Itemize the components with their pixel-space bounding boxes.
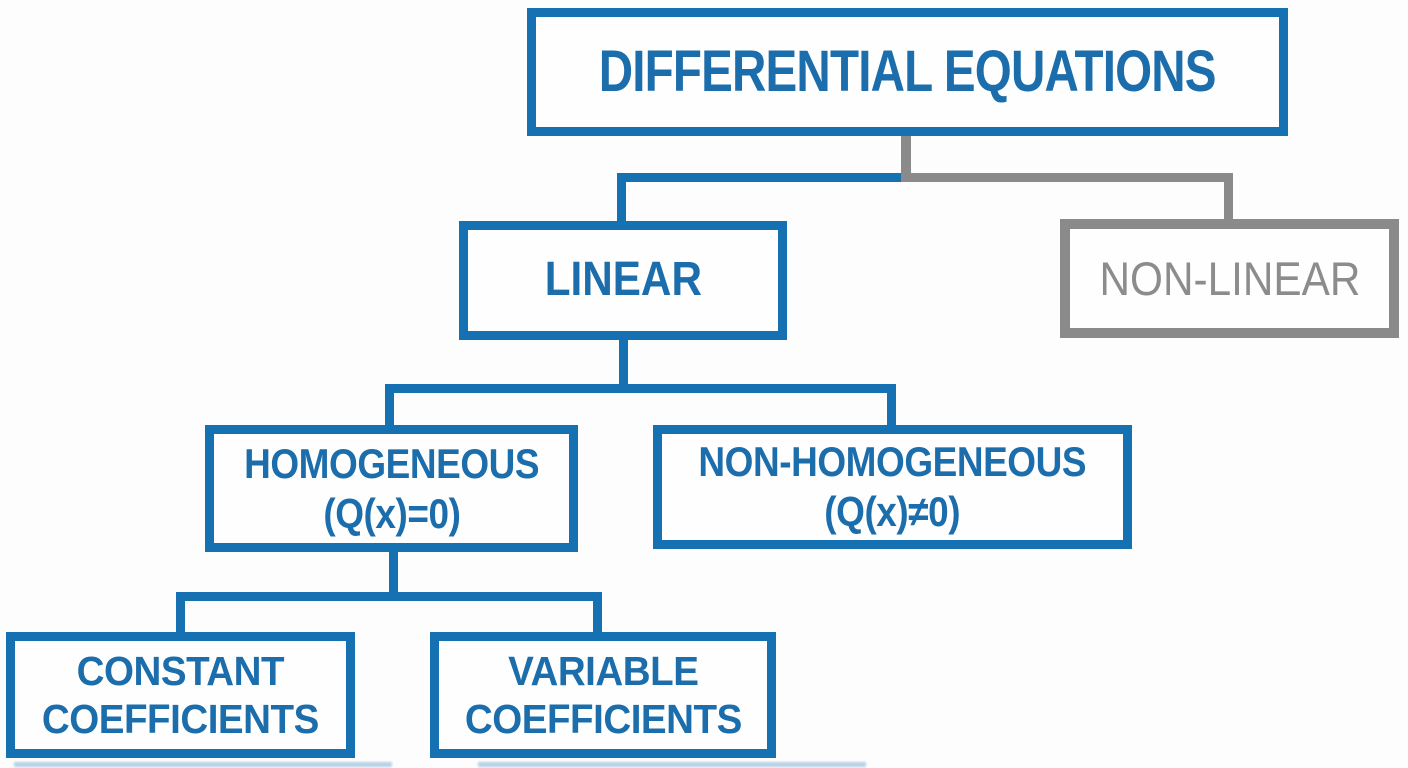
connector-root-horizontal-right [901, 173, 1233, 182]
connector-nonhomogeneous-drop [887, 384, 896, 429]
node-non-homogeneous-sublabel: (Q(x)≠0) [824, 488, 961, 535]
node-homogeneous-sublabel: (Q(x)=0) [322, 489, 461, 537]
node-constant-coefficients-label-line2: COEFFICIENTS [41, 696, 320, 742]
node-non-linear: NON-LINEAR [1060, 219, 1399, 338]
node-differential-equations-label: DIFFERENTIAL EQUATIONS [599, 38, 1217, 104]
node-constant-coefficients-label-line1: CONSTANT [76, 647, 285, 694]
node-non-homogeneous-label: NON-HOMOGENEOUS [698, 438, 1087, 486]
connector-homogeneous-stem [389, 548, 398, 601]
connector-linear-horizontal [385, 384, 896, 393]
node-linear-label: LINEAR [544, 253, 702, 307]
connector-constant-drop [176, 592, 185, 636]
node-differential-equations: DIFFERENTIAL EQUATIONS [527, 8, 1288, 136]
node-variable-coefficients-label-line1: VARIABLE [507, 647, 699, 694]
connector-coefficients-horizontal [176, 592, 602, 601]
node-homogeneous-label: HOMOGENEOUS [244, 439, 539, 487]
bottom-edge-ghost-left [14, 762, 392, 767]
node-non-homogeneous: NON-HOMOGENEOUS (Q(x)≠0) [653, 425, 1132, 549]
connector-variable-drop [593, 592, 602, 636]
connector-homogeneous-drop [385, 384, 394, 429]
connector-linear-drop [617, 173, 626, 225]
node-constant-coefficients: CONSTANT COEFFICIENTS [6, 632, 355, 758]
bottom-edge-ghost-right [478, 762, 866, 767]
node-homogeneous: HOMOGENEOUS (Q(x)=0) [205, 425, 578, 552]
connector-root-stem [901, 134, 911, 182]
node-variable-coefficients-label-line2: COEFFICIENTS [464, 696, 742, 742]
node-non-linear-label: NON-LINEAR [1099, 251, 1360, 305]
node-linear: LINEAR [459, 221, 787, 340]
connector-linear-stem [619, 336, 628, 388]
connector-root-horizontal-left [617, 173, 907, 182]
connector-nonlinear-drop [1224, 173, 1233, 223]
node-variable-coefficients: VARIABLE COEFFICIENTS [430, 632, 776, 758]
